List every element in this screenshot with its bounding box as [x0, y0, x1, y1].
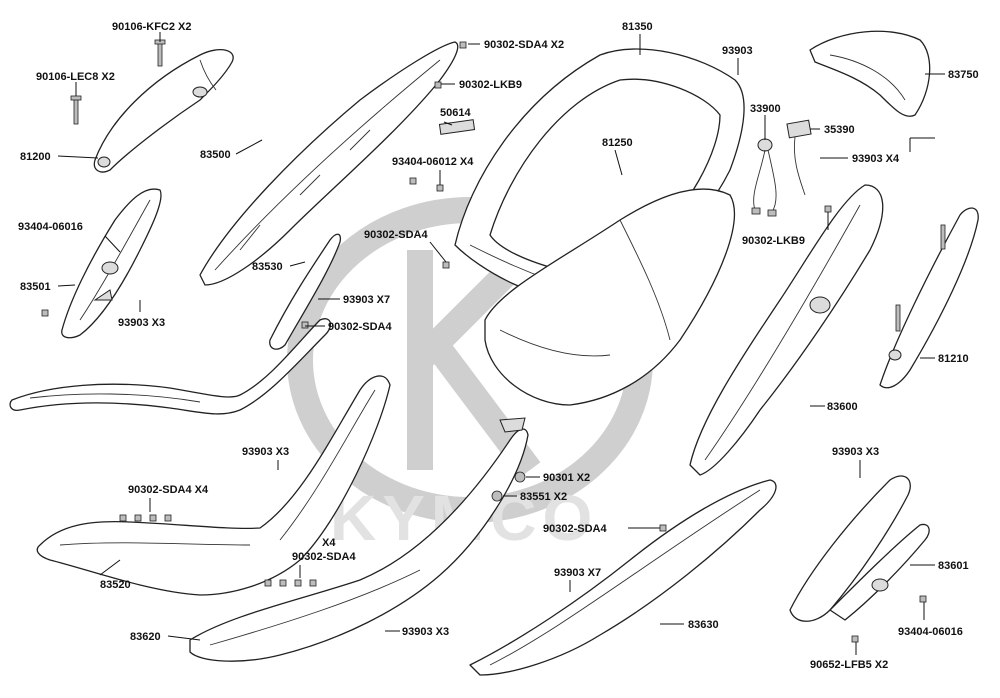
label-81210: 81210: [938, 353, 969, 365]
label-83530: 83530: [252, 261, 283, 273]
part-83520-floor: [36, 375, 391, 596]
label-83520: 83520: [100, 579, 131, 591]
label-93903-x3-low: 93903 X3: [402, 626, 449, 638]
label-93903-x3-left: 93903 X3: [118, 317, 165, 329]
label-35390: 35390: [824, 124, 855, 136]
part-83501-panel: [61, 188, 162, 339]
leader-lines: [57, 32, 945, 655]
label-93404-06012: 93404-06012 X4: [392, 156, 474, 168]
label-93903-x7-low: 93903 X7: [554, 567, 601, 579]
label-90302-sda4-right: 90302-SDA4: [543, 523, 607, 535]
label-90106-kfc2: 90106-KFC2 X2: [112, 21, 192, 33]
label-83500: 83500: [200, 149, 231, 161]
label-90652-lfb5: 90652-LFB5 X2: [810, 659, 888, 671]
label-93903-x4: 93903 X4: [852, 153, 900, 165]
part-81250-box: [484, 188, 735, 406]
part-83620-side: [189, 417, 529, 662]
label-90302-lkb9-right: 90302-LKB9: [742, 235, 805, 247]
part-83601-panel: [789, 475, 930, 622]
label-90302-sda4-mid: 90302-SDA4: [364, 229, 428, 241]
label-33900: 33900: [750, 103, 781, 115]
label-93404-06016-left: 93404-06016: [18, 221, 83, 233]
part-35390-switch: [786, 119, 812, 196]
part-83750-cover: [809, 30, 931, 117]
label-90302-sda4-low-x4: X4: [322, 537, 336, 549]
label-83620: 83620: [130, 631, 161, 643]
label-83501: 83501: [20, 281, 51, 293]
label-81350: 81350: [622, 21, 653, 33]
label-93903-x3-mid: 93903 X3: [242, 446, 289, 458]
label-90302-sda4-low: 90302-SDA4: [292, 551, 356, 563]
label-50614: 50614: [440, 107, 471, 119]
part-81200-handle: [93, 49, 234, 173]
label-90302-sda4-x4: 90302-SDA4 X4: [128, 484, 209, 496]
label-93903-top: 93903: [722, 45, 753, 57]
label-93903-x3-right: 93903 X3: [832, 446, 879, 458]
label-90106-lec8: 90106-LEC8 X2: [36, 71, 115, 83]
part-labels: 90106-KFC2 X2 90106-LEC8 X2 81200 83500 …: [18, 21, 979, 671]
label-90301: 90301 X2: [543, 472, 590, 484]
part-33900-harness: [751, 138, 777, 217]
label-83630: 83630: [688, 619, 719, 631]
part-83520-side: [9, 318, 332, 415]
label-81250: 81250: [602, 137, 633, 149]
label-90302-sda4-mid2: 90302-SDA4: [328, 321, 392, 333]
label-93903-x7-mid: 93903 X7: [343, 294, 390, 306]
label-83601: 83601: [938, 560, 969, 572]
label-83600: 83600: [827, 401, 858, 413]
label-90302-lkb9-top: 90302-LKB9: [459, 79, 522, 91]
label-90302-sda4-x2: 90302-SDA4 X2: [484, 39, 564, 51]
part-83530-strip: [269, 233, 342, 350]
part-83500-rail: [199, 41, 459, 286]
part-83630-side: [469, 479, 777, 676]
label-83551: 83551 X2: [520, 491, 567, 503]
label-93404-06016-right: 93404-06016: [898, 626, 963, 638]
part-83600-cover: [689, 184, 884, 476]
label-81200: 81200: [20, 151, 51, 163]
label-83750: 83750: [948, 69, 979, 81]
part-81210-handle: [879, 207, 979, 389]
